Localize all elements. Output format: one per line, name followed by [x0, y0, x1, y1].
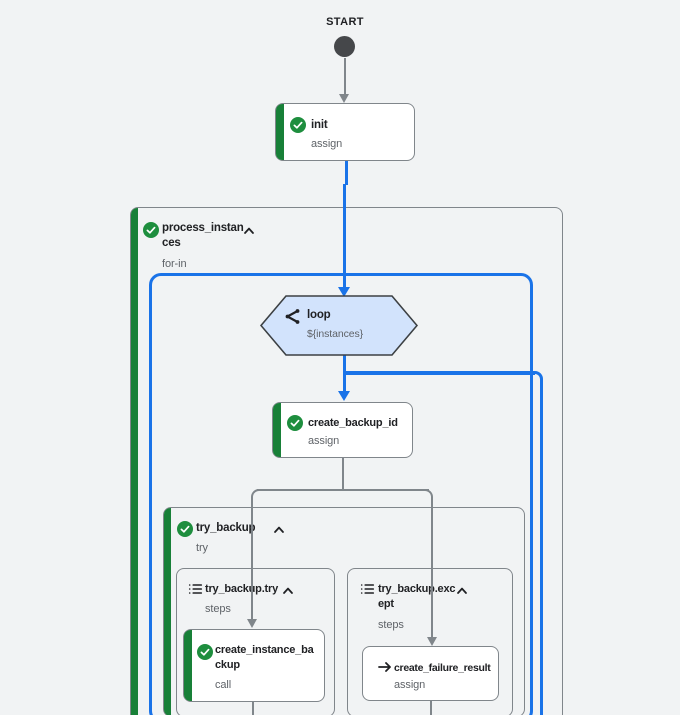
iteration-share-icon	[284, 308, 301, 330]
node-create-failure-result-subtitle: assign	[394, 679, 426, 691]
edge-instance-backup-out	[252, 701, 254, 715]
edge-start-init	[344, 58, 346, 95]
node-create-failure-result[interactable]: create_failure_result assign	[362, 646, 499, 701]
node-create-instance-backup[interactable]: create_instance_backup call	[183, 629, 325, 702]
edge-to-failure-result	[431, 497, 433, 638]
group-try-backup-except[interactable]: try_backup.except steps	[347, 568, 513, 715]
edge-loopback-corner	[535, 371, 543, 385]
loop-iteration-boundary	[149, 273, 533, 715]
edge-init-loop-seg1	[344, 160, 348, 185]
node-init-title: init	[311, 119, 328, 131]
edge-loopback-vertical	[539, 384, 543, 715]
group-try-backup-title: try_backup	[196, 522, 256, 534]
group-try-backup-except-subtitle: steps	[378, 619, 404, 631]
group-process-instances-subtitle: for-in	[162, 258, 187, 270]
group-try-backup-except-title: try_backup.except	[378, 583, 456, 610]
node-loop-title: loop	[307, 309, 331, 321]
check-circle-icon	[197, 644, 213, 665]
edge-init-loop-arrowhead	[337, 287, 350, 297]
node-create-backup-id-bar	[273, 403, 281, 457]
chevron-up-icon[interactable]	[242, 224, 256, 243]
group-try-backup-subtitle: try	[196, 542, 208, 554]
check-circle-icon	[143, 222, 159, 243]
node-create-backup-id[interactable]: create_backup_id assign	[272, 402, 413, 458]
edge-to-instance-backup-arrowhead	[246, 619, 257, 628]
group-process-instances-title: process_instances	[162, 222, 244, 249]
node-create-instance-backup-bar	[184, 630, 192, 701]
group-try-backup[interactable]: try_backup try	[163, 507, 525, 715]
start-node[interactable]	[334, 36, 355, 57]
edge-start-init-arrowhead	[339, 94, 349, 103]
edge-to-failure-result-arrowhead	[426, 637, 437, 646]
edge-to-instance-backup	[251, 497, 253, 620]
check-circle-icon	[177, 521, 193, 542]
arrow-right-icon	[377, 660, 393, 679]
edge-split-horizontal	[257, 489, 429, 491]
edge-split-corner-left	[251, 489, 259, 498]
edge-split-stem	[342, 458, 344, 489]
group-process-instances-bar	[131, 208, 138, 715]
node-create-failure-result-title: create_failure_result	[394, 662, 491, 674]
start-label: START	[326, 16, 364, 28]
node-init[interactable]: init assign	[275, 103, 415, 161]
check-circle-icon	[290, 117, 306, 138]
group-try-backup-try-subtitle: steps	[205, 603, 231, 615]
edge-loopback-horizontal	[344, 371, 535, 375]
node-init-subtitle: assign	[311, 138, 343, 150]
group-try-backup-try-title: try_backup.try	[205, 583, 279, 595]
check-circle-icon	[287, 415, 303, 436]
node-create-backup-id-title: create_backup_id	[308, 417, 398, 429]
edge-loop-backupid-arrowhead	[337, 391, 350, 401]
node-create-instance-backup-subtitle: call	[215, 679, 232, 691]
group-process-instances[interactable]: process_instances for-in	[130, 207, 563, 715]
chevron-up-icon[interactable]	[281, 584, 295, 603]
chevron-up-icon[interactable]	[455, 584, 469, 603]
group-try-backup-try[interactable]: try_backup.try steps	[176, 568, 335, 715]
node-loop-subtitle: ${instances}	[307, 328, 364, 340]
hexagon-shape	[260, 295, 418, 356]
list-icon	[188, 582, 203, 601]
list-icon	[360, 582, 375, 601]
node-create-instance-backup-title: create_instance_backup	[215, 644, 314, 671]
node-loop[interactable]: loop ${instances}	[260, 295, 418, 356]
edge-split-corner-right	[425, 489, 433, 498]
edge-failure-result-out	[430, 700, 432, 715]
node-init-bar	[276, 104, 284, 160]
edge-init-loop-seg2	[342, 184, 346, 288]
group-try-backup-bar	[164, 508, 171, 715]
chevron-up-icon[interactable]	[272, 523, 286, 542]
node-create-backup-id-subtitle: assign	[308, 435, 340, 447]
